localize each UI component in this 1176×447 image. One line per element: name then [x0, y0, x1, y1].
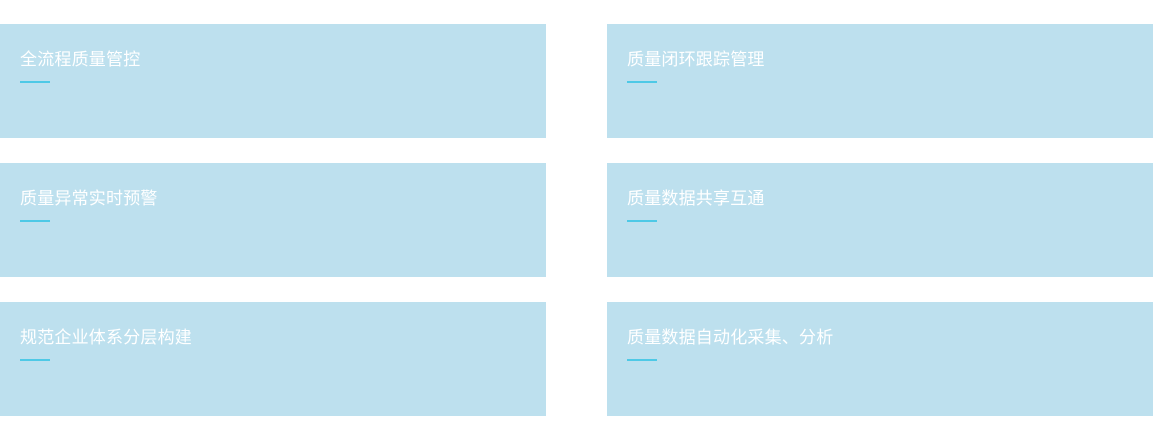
feature-card-title: 质量数据共享互通	[627, 189, 765, 209]
title-underline-accent	[627, 81, 657, 83]
feature-card-title: 质量数据自动化采集、分析	[627, 328, 834, 348]
title-underline-accent	[20, 81, 50, 83]
feature-card-title: 质量异常实时预警	[20, 189, 158, 209]
title-underline-accent	[627, 359, 657, 361]
title-underline-accent	[20, 359, 50, 361]
feature-card-layered-system-build[interactable]: 规范企业体系分层构建	[0, 302, 546, 416]
feature-card-title: 规范企业体系分层构建	[20, 328, 192, 348]
title-underline-accent	[627, 220, 657, 222]
title-underline-accent	[20, 220, 50, 222]
feature-card-data-sharing[interactable]: 质量数据共享互通	[607, 163, 1153, 277]
feature-card-title: 全流程质量管控	[20, 50, 141, 70]
feature-card-closed-loop-tracking[interactable]: 质量闭环跟踪管理	[607, 24, 1153, 138]
feature-card-realtime-anomaly-alert[interactable]: 质量异常实时预警	[0, 163, 546, 277]
feature-card-title: 质量闭环跟踪管理	[627, 50, 765, 70]
feature-card-full-process-quality-control[interactable]: 全流程质量管控	[0, 24, 546, 138]
feature-card-automated-data-collection[interactable]: 质量数据自动化采集、分析	[607, 302, 1153, 416]
